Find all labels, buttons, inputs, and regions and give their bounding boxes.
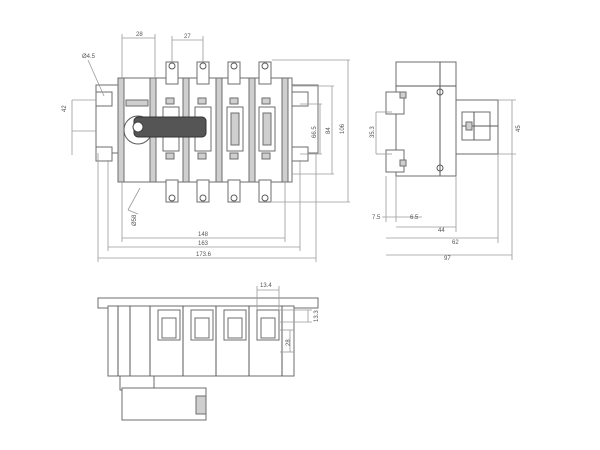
body-edge bbox=[281, 77, 289, 183]
bottom-dimensions bbox=[256, 286, 312, 353]
body-edge bbox=[117, 77, 125, 183]
dim-handle-dia: Ø58 bbox=[132, 214, 138, 226]
front-dimensions bbox=[71, 34, 350, 262]
body-edge bbox=[215, 77, 223, 183]
dim-13-3: 13.3 bbox=[314, 310, 320, 322]
dim-27: 27 bbox=[184, 34, 191, 40]
dim-6-5: 6.5 bbox=[410, 215, 419, 221]
dim-44: 44 bbox=[438, 228, 445, 234]
handle-knob bbox=[121, 387, 207, 421]
bottom-terminals bbox=[165, 179, 272, 203]
dim-28-bottom: 28 bbox=[286, 339, 292, 346]
dim-45: 45 bbox=[516, 125, 522, 132]
bottom-view: 13.4 13.3 28 bbox=[97, 283, 320, 421]
dim-28: 28 bbox=[136, 32, 143, 38]
body-edge bbox=[248, 77, 256, 183]
mounting-tab bbox=[95, 146, 113, 162]
dim-35-3: 35.3 bbox=[370, 126, 376, 138]
side-dimensions bbox=[375, 99, 516, 260]
side-body bbox=[395, 61, 457, 177]
dim-106: 106 bbox=[340, 123, 346, 134]
dim-62: 62 bbox=[452, 240, 459, 246]
dim-163: 163 bbox=[198, 241, 209, 247]
bottom-ribs bbox=[117, 306, 283, 376]
dim-148: 148 bbox=[198, 232, 209, 238]
dim-97: 97 bbox=[444, 256, 451, 262]
mounting-tab bbox=[95, 91, 113, 107]
side-view: 35.3 45 7.5 6.5 44 62 97 bbox=[370, 61, 522, 262]
bottom-terminals-view bbox=[157, 309, 280, 341]
dim-hole-dia: Ø4.5 bbox=[82, 54, 96, 60]
front-view: 28 27 Ø4.5 42 66.5 84 106 Ø58 148 163 17… bbox=[62, 32, 350, 262]
dim-66-5: 66.5 bbox=[312, 126, 318, 138]
dim-7-5: 7.5 bbox=[372, 215, 381, 221]
dim-13-4: 13.4 bbox=[260, 283, 272, 289]
dim-173-6: 173.6 bbox=[196, 252, 212, 258]
dim-42: 42 bbox=[62, 105, 68, 112]
dim-84: 84 bbox=[326, 127, 332, 134]
rotary-handle bbox=[123, 99, 207, 145]
